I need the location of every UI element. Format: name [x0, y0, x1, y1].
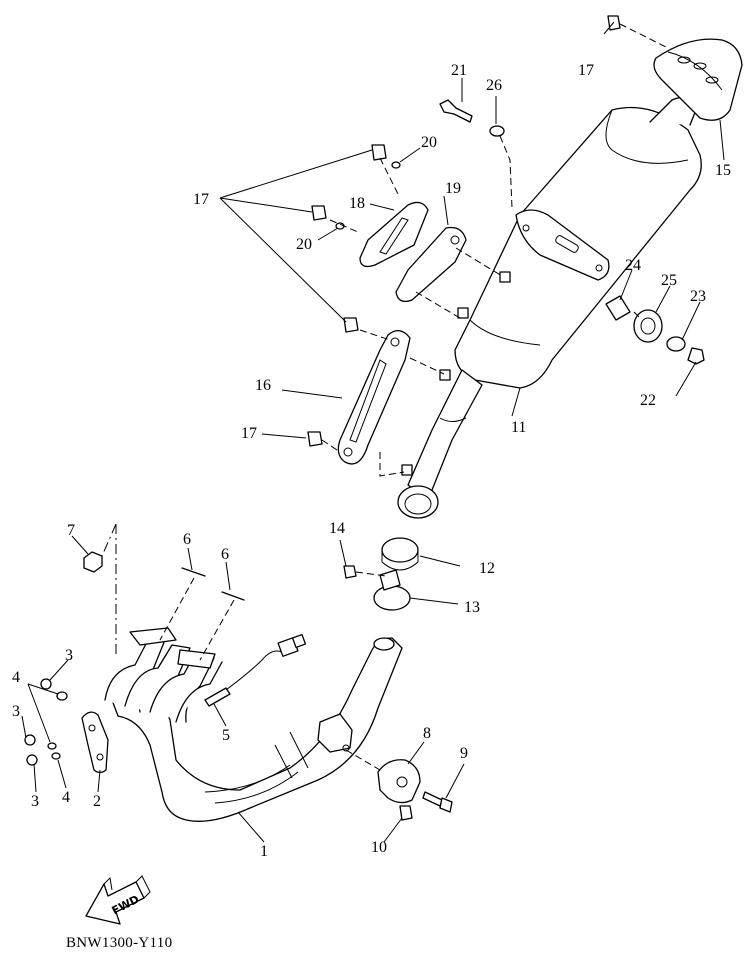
callout-2: 2: [93, 793, 101, 810]
exhaust-header-pipe: [104, 627, 403, 822]
bracket-18: [359, 201, 429, 268]
callout-21: 21: [451, 62, 467, 79]
callout-3: 3: [31, 793, 39, 810]
rubber-mount-8: [377, 759, 421, 804]
fwd-arrow-icon: FWD: [85, 875, 151, 925]
callout-10: 10: [371, 839, 387, 856]
callout-17: 17: [193, 191, 209, 208]
leader-lines: [21, 21, 725, 843]
callout-5: 5: [222, 727, 230, 744]
muffler-end-cap: [653, 38, 743, 121]
callout-13: 13: [464, 599, 480, 616]
callout-24: 24: [625, 257, 641, 274]
callout-3: 3: [12, 703, 20, 720]
callout-11: 11: [511, 419, 526, 436]
callout-labels: 1 2 3 3 3 4 4 5 6 6 7 8 9 10 11 12 13 14…: [12, 62, 731, 860]
callout-14: 14: [329, 520, 345, 537]
muffler-body: [397, 96, 702, 519]
callout-26: 26: [486, 77, 502, 94]
bolt-10: [399, 805, 413, 821]
gasket-12: [381, 537, 419, 571]
callout-6: 6: [183, 531, 191, 548]
muffler-bracket-16: [337, 330, 411, 465]
clamp-13: [373, 569, 411, 611]
bolt-17-bracket: [307, 144, 387, 447]
bolt-17-top: [607, 15, 621, 31]
callout-17: 17: [241, 425, 257, 442]
callout-12: 12: [479, 560, 495, 577]
bolts-3-washers-4: [24, 678, 68, 766]
callout-9: 9: [460, 745, 468, 762]
callout-20: 20: [296, 236, 312, 253]
callout-16: 16: [255, 377, 271, 394]
callout-8: 8: [423, 725, 431, 742]
bolt-9: [422, 791, 453, 813]
callout-7: 7: [67, 522, 75, 539]
callout-25: 25: [661, 272, 677, 289]
callout-15: 15: [715, 162, 731, 179]
callout-4: 4: [62, 789, 70, 806]
o2-sensor: [204, 633, 307, 707]
callout-6: 6: [221, 546, 229, 563]
grommet-assembly: [605, 295, 705, 365]
callout-3: 3: [65, 647, 73, 664]
diagram-code: BNW1300-Y110: [66, 935, 172, 951]
callout-19: 19: [445, 180, 461, 197]
callout-17: 17: [578, 62, 594, 79]
washer-26: [489, 125, 505, 137]
callout-1: 1: [260, 843, 268, 860]
bracket-2: [81, 711, 109, 774]
gaskets-6: [181, 567, 245, 601]
bracket-19: [395, 226, 467, 303]
nut-7: [83, 551, 103, 573]
callout-22: 22: [640, 392, 656, 409]
callout-20: 20: [421, 134, 437, 151]
callout-18: 18: [349, 195, 365, 212]
washers-20: [335, 161, 401, 230]
bolt-14: [343, 565, 357, 579]
callout-23: 23: [690, 288, 706, 305]
bolt-21: [439, 99, 473, 123]
callout-4: 4: [12, 669, 20, 686]
